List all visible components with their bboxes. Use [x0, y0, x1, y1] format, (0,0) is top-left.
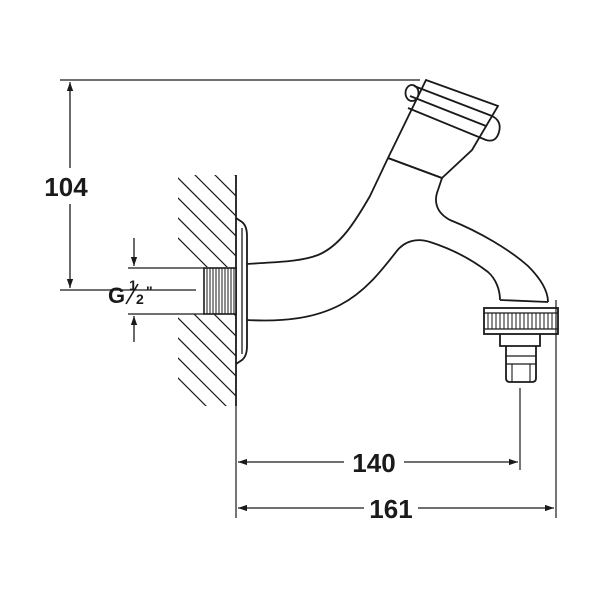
faucet-body: [246, 78, 549, 322]
wall-hatch-bottom: [178, 314, 236, 406]
handle-lever: [404, 84, 501, 142]
thread-suffix: ": [146, 283, 153, 299]
dimension-thread: G 1 2 ": [108, 238, 204, 342]
dimension-wall-to-outlet: 140: [235, 388, 521, 518]
thread-numerator: 1: [129, 277, 137, 293]
wall-section: [178, 175, 237, 406]
thread-denominator: 2: [136, 291, 144, 307]
dimension-height-label: 104: [44, 172, 88, 202]
dimension-wall-to-outlet-label: 140: [352, 448, 395, 478]
threaded-inlet: [203, 267, 237, 315]
dimension-overall-length-label: 161: [369, 494, 412, 524]
wall-rosette: [235, 217, 248, 365]
dimension-height: 104: [44, 79, 420, 291]
thread-prefix: G: [108, 283, 125, 308]
dimension-overall-length: 161: [238, 300, 557, 524]
wall-hatch-top: [178, 175, 236, 267]
hose-connector: [483, 299, 559, 383]
